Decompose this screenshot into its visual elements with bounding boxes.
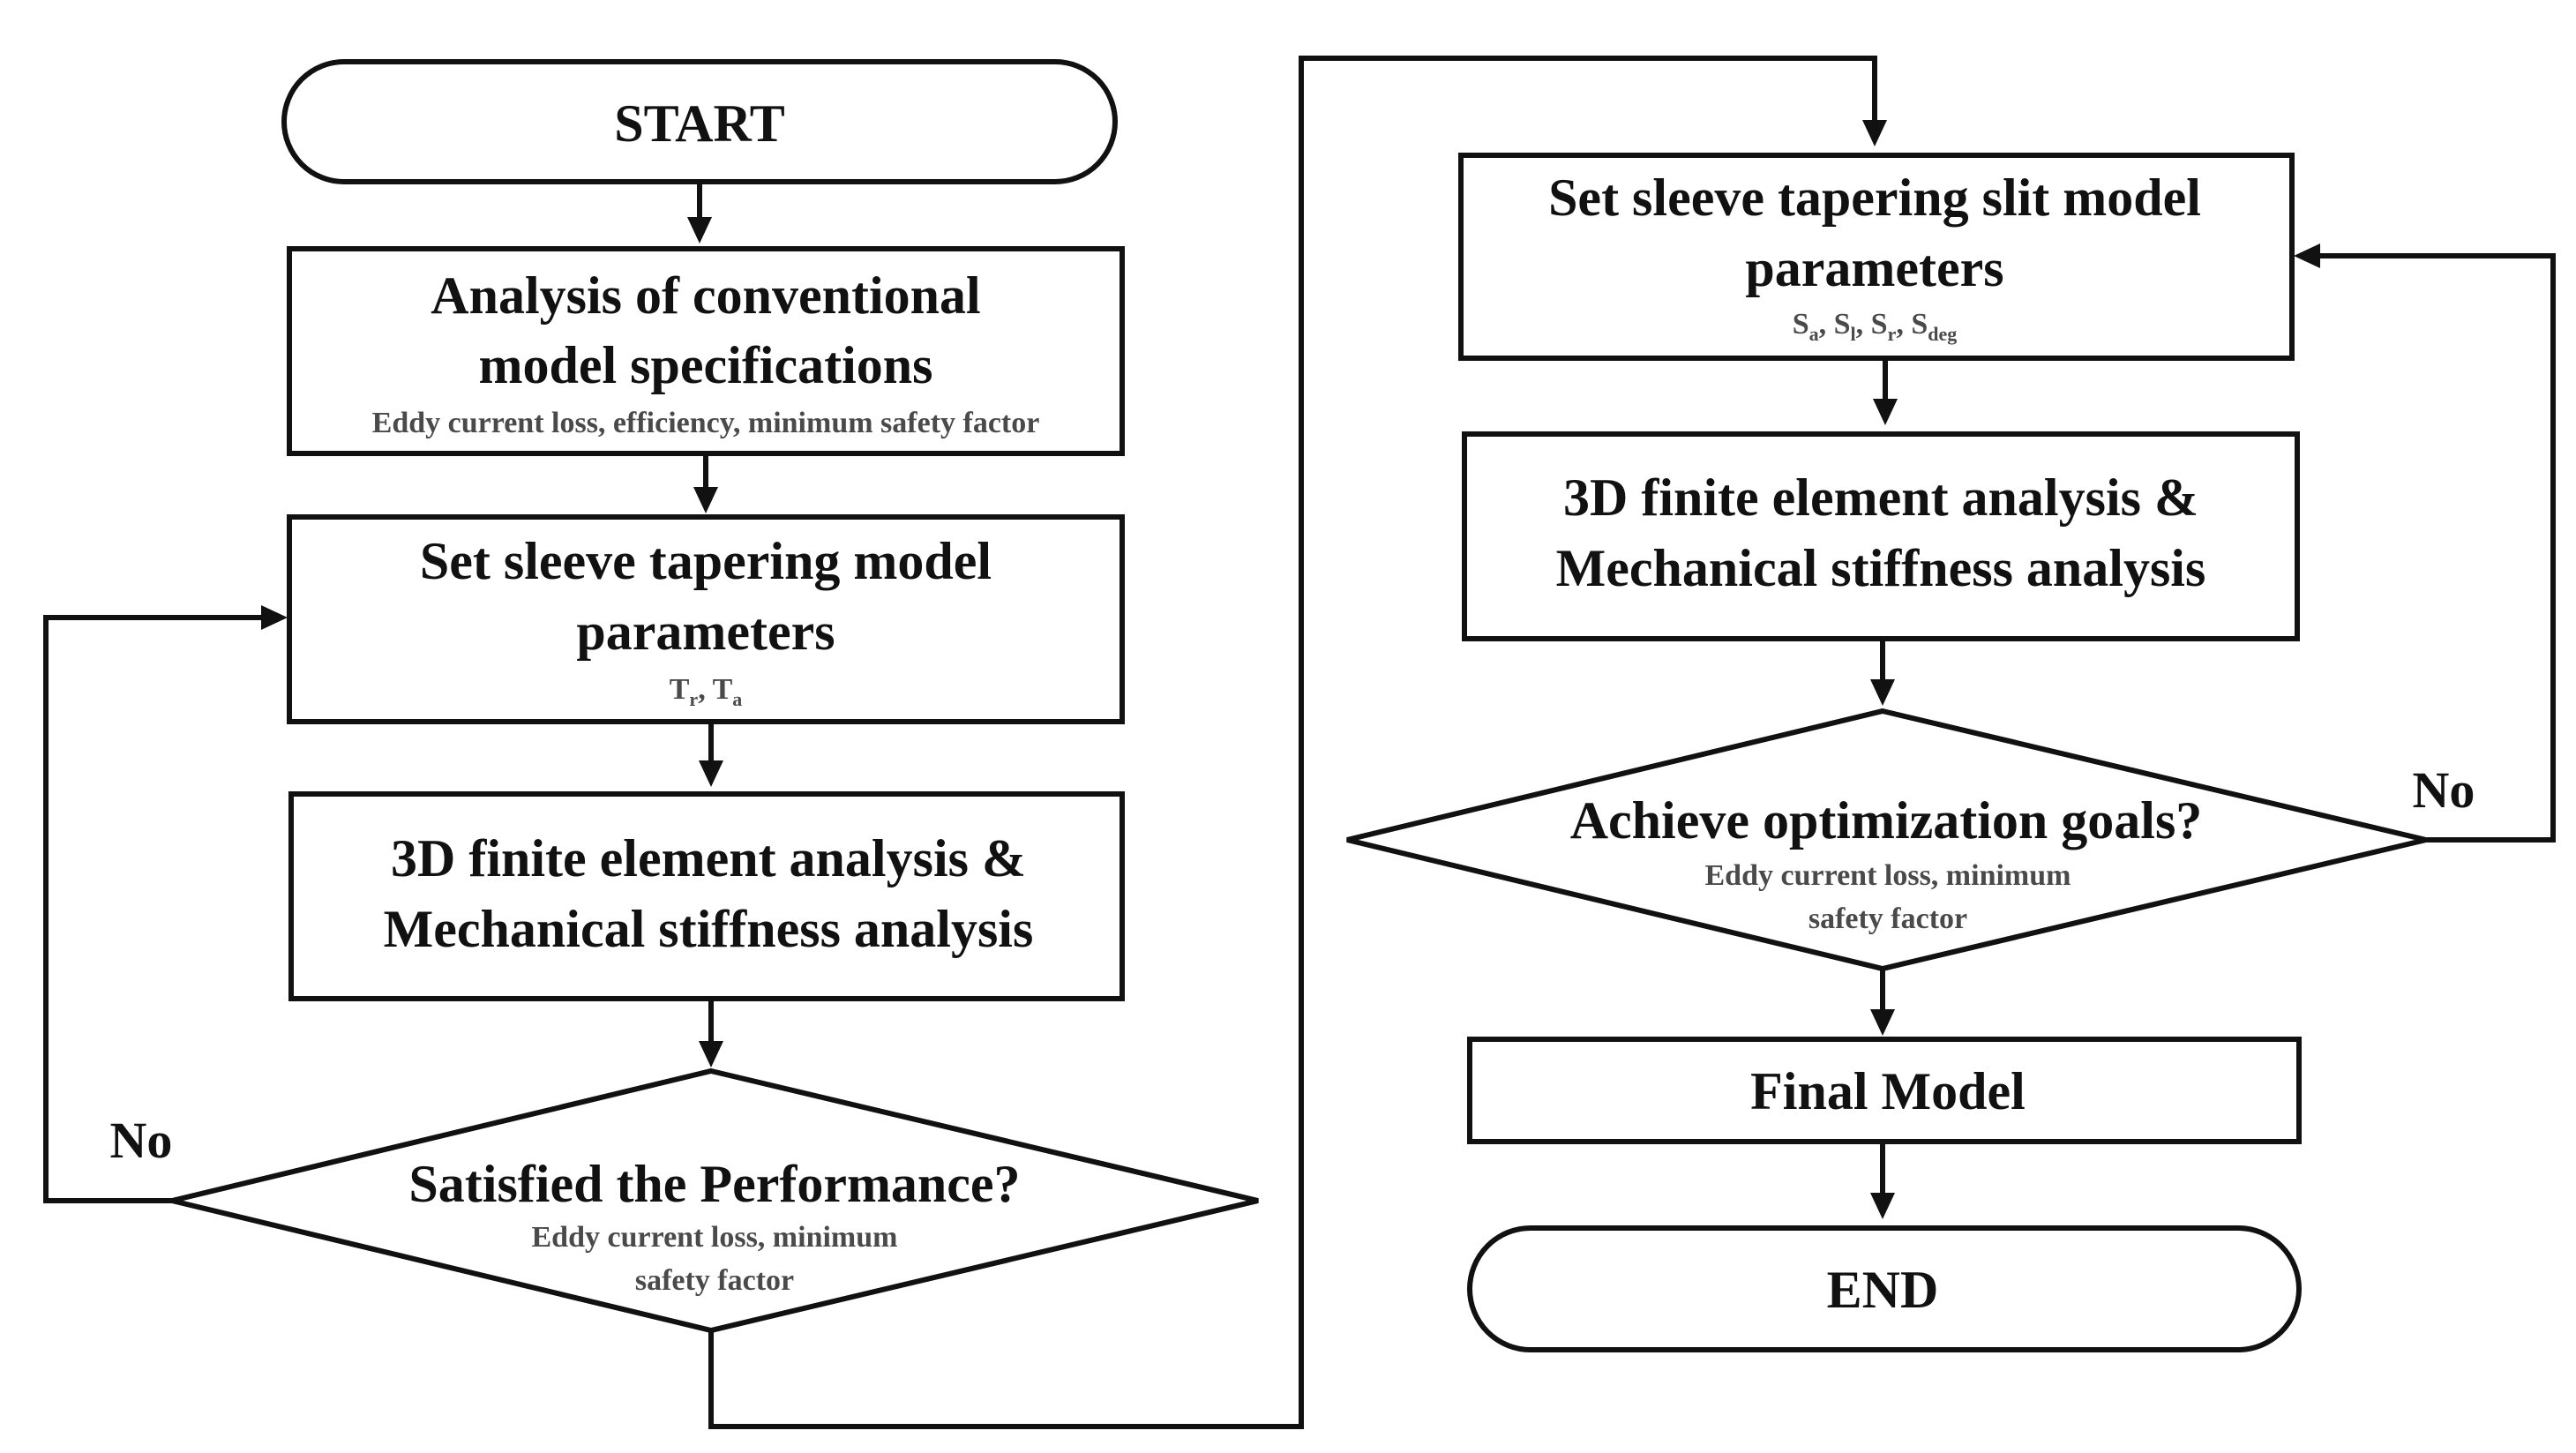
arrow-final-model-to-end (1870, 1142, 1895, 1219)
decision-optimization-no-label: No (2413, 761, 2475, 819)
decision-performance-title: Satisfied the Performance? (408, 1155, 1020, 1213)
loop-no-optimization: No (2294, 243, 2556, 843)
final-model-shape (1467, 1037, 2302, 1144)
arrow-analysis-to-set-tapering (693, 453, 718, 513)
param-separator-3: , (1896, 308, 1911, 341)
param-sa-sub: a (1809, 323, 1819, 345)
set-slit-box: Set sleeve tapering slit model parameter… (1458, 153, 2295, 361)
param-separator: , (698, 673, 712, 706)
final-model-box: Final Model (1467, 1037, 2302, 1144)
param-tr-base: T (670, 673, 690, 706)
fea-left-title-line2: Mechanical stiffness analysis (384, 900, 1034, 958)
start-label: START (614, 94, 785, 153)
param-sr-base: S (1871, 308, 1888, 341)
arrow-set-tapering-to-fea (699, 722, 723, 787)
param-sl-sub: l (1851, 323, 1856, 345)
param-ta-base: T (713, 673, 733, 706)
param-sdeg-base: S (1911, 308, 1928, 341)
decision-performance-detail-line1: Eddy current loss, minimum (532, 1221, 898, 1254)
arrow-start-to-analysis (687, 182, 712, 243)
decision-performance-no-label: No (110, 1112, 173, 1169)
set-slit-title-line1: Set sleeve tapering slit model (1548, 169, 2201, 227)
end-shape (1467, 1225, 2302, 1352)
set-slit-title-line2: parameters (1745, 239, 2003, 297)
decision-optimization-detail-line1: Eddy current loss, minimum (1705, 859, 2071, 892)
end-node: END (1467, 1225, 2302, 1352)
decision-optimization: Achieve optimization goals? Eddy current… (1346, 708, 2427, 972)
param-ta-sub: a (732, 688, 742, 710)
set-tapering-params: Tr, Ta (670, 673, 743, 710)
final-model-label: Final Model (1750, 1062, 2026, 1120)
end-label: END (1827, 1261, 1939, 1319)
analysis-conventional-title-line2: model specifications (479, 336, 933, 394)
arrow-fea-to-decision-optimization (1870, 639, 1895, 706)
fea-right-shape (1462, 431, 2300, 641)
start-node: START (281, 59, 1118, 184)
fea-left-shape (288, 791, 1125, 1001)
set-tapering-shape (287, 514, 1125, 724)
param-tr-sub: r (689, 688, 698, 710)
arrow-fea-to-decision-performance (699, 999, 723, 1067)
analysis-conventional-box: Analysis of conventional model specifica… (287, 246, 1125, 456)
set-slit-shape (1458, 153, 2295, 361)
param-sr-sub: r (1888, 323, 1897, 345)
param-sl-base: S (1834, 308, 1851, 341)
param-separator-2: , (1856, 308, 1871, 341)
analysis-conventional-title-line1: Analysis of conventional (431, 266, 980, 325)
analysis-conventional-detail: Eddy current loss, efficiency, minimum s… (372, 407, 1040, 439)
set-tapering-title-line2: parameters (576, 603, 835, 661)
decision-optimization-detail-line2: safety factor (1808, 903, 1967, 935)
fea-left-box: 3D finite element analysis & Mechanical … (288, 791, 1125, 1001)
set-slit-params: Sa, Sl, Sr, Sdeg (1793, 308, 1958, 345)
fea-right-title-line1: 3D finite element analysis & (1563, 468, 2198, 527)
param-sdeg-sub: deg (1928, 323, 1957, 345)
connector-performance-to-slit (708, 56, 1887, 1429)
arrow-decision-to-final-model (1870, 969, 1895, 1036)
analysis-conventional-shape (287, 246, 1125, 456)
arrow-slit-to-fea (1873, 358, 1898, 425)
decision-optimization-title: Achieve optimization goals? (1570, 791, 2203, 850)
param-sa-base: S (1793, 308, 1809, 341)
set-tapering-box: Set sleeve tapering model parameters Tr,… (287, 514, 1125, 724)
param-separator-1: , (1819, 308, 1834, 341)
loop-no-performance: No (43, 605, 288, 1203)
fea-left-title-line1: 3D finite element analysis & (391, 829, 1026, 888)
decision-performance-detail-line2: safety factor (635, 1264, 794, 1297)
fea-right-box: 3D finite element analysis & Mechanical … (1462, 431, 2300, 641)
set-tapering-title-line1: Set sleeve tapering model (420, 532, 992, 590)
decision-performance: Satisfied the Performance? Eddy current … (171, 1067, 1259, 1334)
fea-right-title-line2: Mechanical stiffness analysis (1556, 539, 2206, 597)
